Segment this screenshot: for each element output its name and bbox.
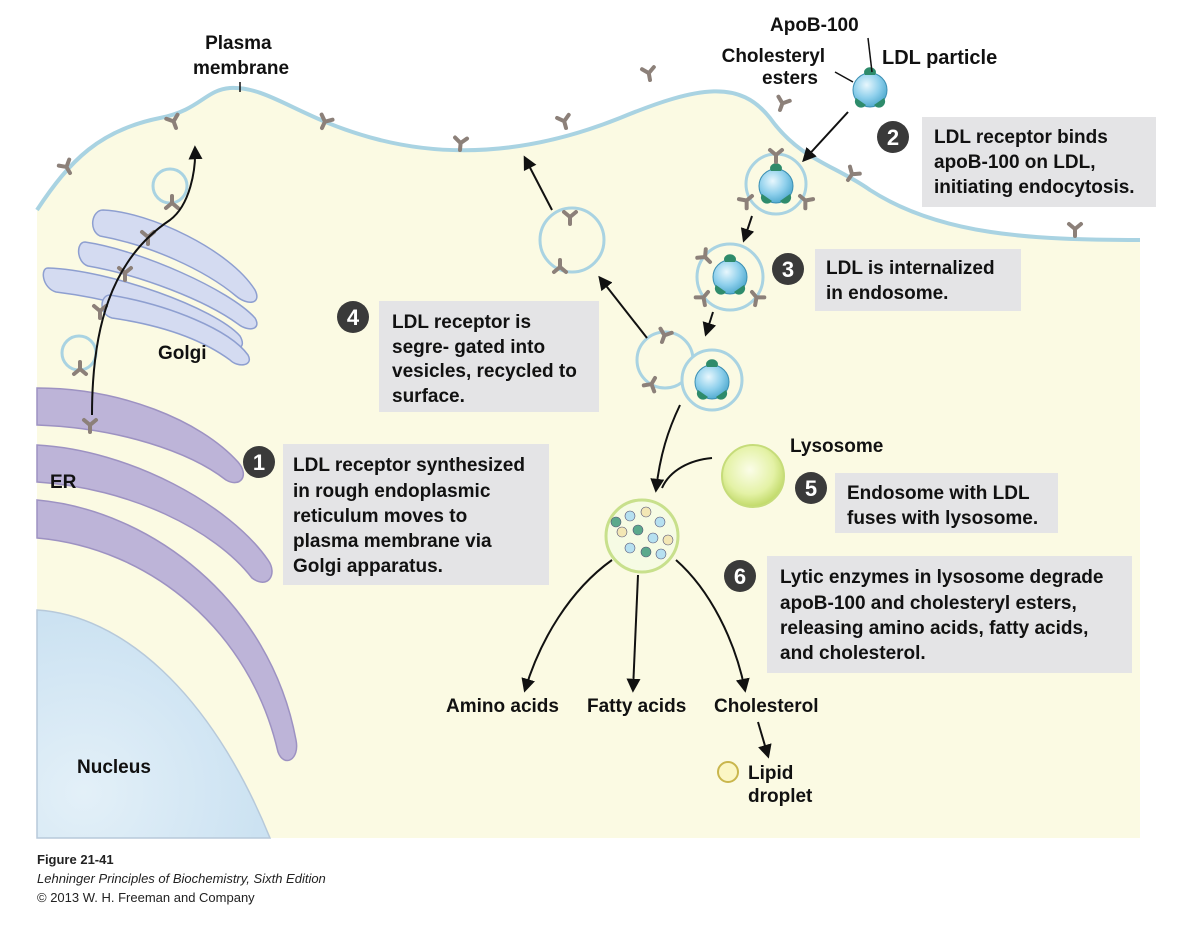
- step-3-badge: [772, 253, 804, 285]
- step-3: 3 LDL is internalized in endosome.: [772, 249, 1021, 311]
- label-cholesterol: Cholesterol: [714, 696, 819, 717]
- step-5-text: Endosome with LDL fuses with lysosome.: [847, 483, 1038, 529]
- step-4: 4 LDL receptor is segre- gated into vesi…: [337, 301, 599, 412]
- step-5: 5 Endosome with LDL fuses with lysosome.: [795, 472, 1058, 533]
- step-3-text: LDL is internalized in endosome.: [826, 258, 1000, 304]
- lysosome-to-fusion-line: [661, 457, 713, 489]
- lipid-droplet-arrow: [757, 721, 772, 759]
- step-2-badge: [877, 121, 909, 153]
- copyright: © 2013 W. H. Freeman and Company: [37, 890, 255, 905]
- step-1-text: LDL receptor synthesized in rough endopl…: [293, 455, 530, 577]
- step-1: 1 LDL receptor synthesized in rough endo…: [243, 444, 549, 585]
- step-1-box: [283, 444, 549, 585]
- step-1-badge: [243, 446, 275, 478]
- er-to-membrane-arrow: [91, 145, 203, 416]
- recycle-arrow-1: [598, 275, 648, 339]
- label-apob100: ApoB-100: [770, 15, 859, 36]
- ldl-particle: [852, 66, 888, 109]
- recycling-vesicle: [538, 206, 606, 274]
- label-er: ER: [50, 472, 77, 493]
- step-2-text: LDL receptor binds apoB-100 on LDL, init…: [934, 127, 1135, 198]
- cholesterol-arrow: [675, 559, 750, 693]
- coated-pit: [736, 148, 816, 216]
- fusion-arrow: [650, 404, 681, 493]
- label-cholesteryl-esters: Cholesteryl esters: [722, 46, 831, 89]
- recycle-arrow-2: [523, 155, 553, 211]
- step-5-number: 5: [805, 476, 817, 501]
- label-nucleus: Nucleus: [77, 757, 151, 778]
- golgi-apparatus: [42, 209, 258, 366]
- endosome-arrow: [702, 311, 717, 337]
- plasma-membrane: [35, 85, 1141, 242]
- figure-caption: Figure 21-41 Lehninger Principles of Bio…: [37, 850, 326, 907]
- step-4-number: 4: [347, 305, 360, 330]
- cholesteryl-esters-pointer: [834, 71, 854, 83]
- book-title: Lehninger Principles of Biochemistry, Si…: [37, 871, 326, 886]
- label-amino-acids: Amino acids: [446, 696, 559, 717]
- bind-arrow: [802, 111, 849, 163]
- step-6: 6 Lytic enzymes in lysosome degrade apoB…: [724, 556, 1132, 673]
- figure-number: Figure 21-41: [37, 852, 114, 867]
- step-6-box: [767, 556, 1132, 673]
- internalize-arrow: [740, 215, 755, 243]
- step-5-badge: [795, 472, 827, 504]
- endosome: [693, 242, 767, 312]
- label-ldl-particle: LDL particle: [882, 47, 997, 69]
- step-2-number: 2: [887, 125, 899, 150]
- endoplasmic-reticulum: [36, 387, 298, 762]
- amino-acids-arrow: [521, 559, 613, 693]
- step-2: 2 LDL receptor binds apoB-100 on LDL, in…: [877, 117, 1156, 207]
- degradation-vesicle: [604, 498, 680, 574]
- apob100-pointer: [867, 37, 873, 73]
- fatty-acids-arrow: [626, 574, 641, 693]
- step-6-badge: [724, 560, 756, 592]
- sorting-endosome: [635, 326, 744, 412]
- label-golgi: Golgi: [158, 343, 207, 364]
- step-6-number: 6: [734, 564, 746, 589]
- label-plasma-membrane: Plasma membrane: [193, 33, 289, 79]
- lysosome: [721, 444, 785, 508]
- step-3-number: 3: [782, 257, 794, 282]
- step-5-box: [835, 473, 1058, 533]
- nucleus: [36, 609, 272, 839]
- label-lysosome: Lysosome: [790, 436, 883, 457]
- label-lipid-droplet: Lipid droplet: [748, 763, 813, 807]
- step-4-badge: [337, 301, 369, 333]
- step-4-text: LDL receptor is segre- gated into vesicl…: [392, 312, 582, 407]
- lipid-droplet: [717, 761, 739, 783]
- label-fatty-acids: Fatty acids: [587, 696, 686, 717]
- step-3-box: [815, 249, 1021, 311]
- step-6-text: Lytic enzymes in lysosome degrade apoB-1…: [780, 567, 1109, 664]
- step-4-box: [379, 301, 599, 412]
- step-2-box: [922, 117, 1156, 207]
- step-1-number: 1: [253, 450, 265, 475]
